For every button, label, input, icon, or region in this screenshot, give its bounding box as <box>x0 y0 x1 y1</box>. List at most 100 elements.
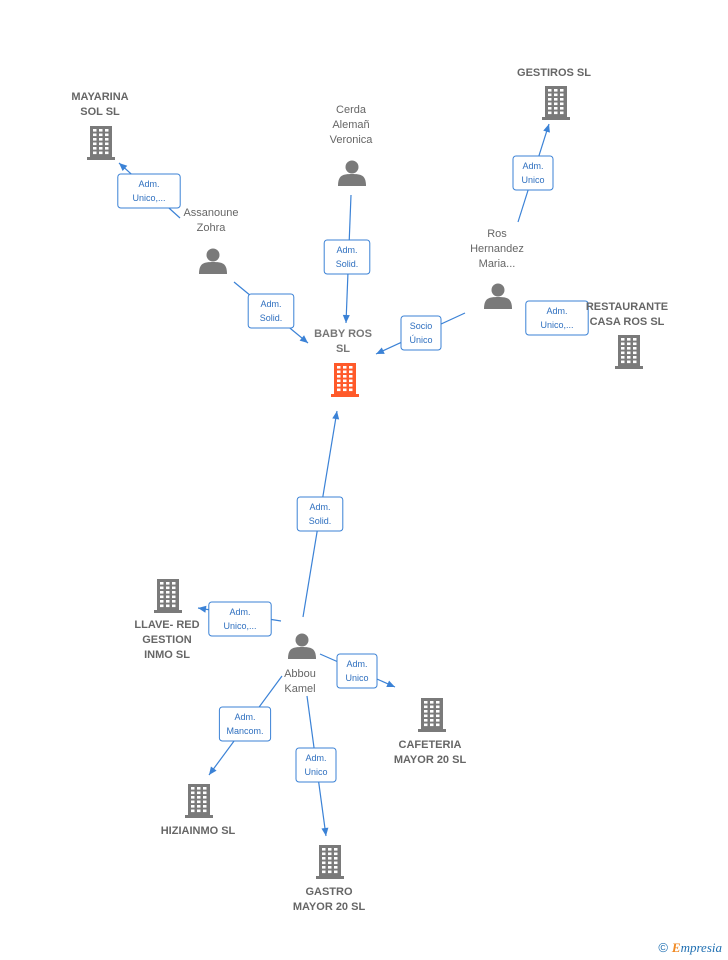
edge-label-box <box>525 300 589 336</box>
edge-label-box <box>323 239 371 275</box>
edge-label-line: Adm. <box>522 161 543 171</box>
node-label-line: MAYARINA <box>71 91 128 103</box>
edge-label-box <box>512 155 554 191</box>
building-icon <box>185 784 213 818</box>
arrowhead-icon <box>321 827 329 836</box>
edge-label-line: Unico <box>304 767 327 777</box>
edge-abbou-baby: Adm. Solid. <box>296 410 344 618</box>
node-restaurante[interactable]: RESTAURANTE CASA ROS SL <box>586 301 668 369</box>
brand-initial: E <box>671 940 681 955</box>
edge-label-box <box>295 747 337 783</box>
edge-label-line: Adm. <box>309 502 330 512</box>
edge-label-line: Unico,... <box>540 320 573 330</box>
edge-label-line: Solid. <box>309 516 332 526</box>
edge-abbou-llave: Adm. Unico,... <box>197 601 282 637</box>
node-label-line: MAYOR 20 SL <box>293 901 366 913</box>
building-icon <box>87 126 115 160</box>
node-label-line: CAFETERIA <box>399 739 462 751</box>
node-label-line: BABY ROS <box>314 328 372 340</box>
building-icon <box>316 845 344 879</box>
arrowhead-icon <box>376 347 385 354</box>
node-gestiros[interactable]: GESTIROS SL <box>517 67 591 120</box>
building-icon <box>331 363 359 397</box>
arrowhead-icon <box>342 314 350 323</box>
edge-label-box <box>208 601 272 637</box>
edge-label-line: Adm. <box>305 753 326 763</box>
edge-label-line: Unico <box>345 673 368 683</box>
edge-abbou-cafeteria: Adm. Unico <box>319 653 396 689</box>
node-label-line: SL <box>336 343 350 355</box>
arrowhead-icon <box>332 411 340 420</box>
empresia-watermark: ©Empresia <box>658 940 722 956</box>
node-label-line: Kamel <box>284 683 315 695</box>
edge-label-line: Adm. <box>260 299 281 309</box>
node-baby[interactable]: BABY ROS SL <box>314 328 372 397</box>
edge-label-line: Solid. <box>336 259 359 269</box>
building-icon <box>542 86 570 120</box>
edge-abbou-hiziainmo: Adm.Mancom. <box>208 675 283 776</box>
edge-assanoune-baby: Adm. Solid. <box>233 281 309 344</box>
edge-label-line: Unico,... <box>132 193 165 203</box>
edge-ros-gestiros: Adm. Unico <box>512 123 554 223</box>
node-ros[interactable]: RosHernandezMaria... <box>470 228 524 309</box>
edge-label-line: Unico,... <box>223 621 256 631</box>
node-cafeteria[interactable]: CAFETERIA MAYOR 20 SL <box>394 698 467 766</box>
node-label-line: Cerda <box>336 104 367 116</box>
edge-ros-restaurante: Adm.Unico,... <box>525 300 589 336</box>
brand-name: mpresia <box>680 940 722 955</box>
edge-label-box <box>218 706 272 742</box>
edge-label-line: Único <box>409 335 432 345</box>
edge-cerda-baby: Adm. Solid. <box>323 194 371 324</box>
node-label-line: Assanoune <box>183 207 238 219</box>
node-label-line: MAYOR 20 SL <box>394 754 467 766</box>
edge-assanoune-mayarina: Adm. Unico,... <box>117 162 181 219</box>
arrowhead-icon <box>386 680 395 687</box>
node-label-line: Alemañ <box>332 119 369 131</box>
node-label-line: Zohra <box>197 222 227 234</box>
arrowhead-icon <box>299 335 308 343</box>
building-icon <box>418 698 446 732</box>
edge-label-box <box>296 496 344 532</box>
building-icon <box>615 335 643 369</box>
edge-label-line: Mancom. <box>226 726 263 736</box>
node-label-line: GESTION <box>142 634 192 646</box>
arrowhead-icon <box>119 163 128 171</box>
node-label-line: HIZIAINMO SL <box>161 825 236 837</box>
node-label-line: Maria... <box>479 258 516 270</box>
node-label-line: INMO SL <box>144 649 190 661</box>
node-label-line: GASTRO <box>305 886 353 898</box>
edge-label-line: Unico <box>521 175 544 185</box>
node-label-line: Ros <box>487 228 507 240</box>
edge-label-line: Solid. <box>260 313 283 323</box>
node-label-line: SOL SL <box>80 106 120 118</box>
edge-label-line: Adm. <box>138 179 159 189</box>
node-label-line: RESTAURANTE <box>586 301 668 313</box>
node-mayarina[interactable]: MAYARINA SOL SL <box>71 91 129 160</box>
edge-label-line: Socio <box>410 321 433 331</box>
node-hiziainmo[interactable]: HIZIAINMO SL <box>161 784 236 837</box>
edge-label-box <box>247 293 295 329</box>
person-icon <box>338 160 366 186</box>
edge-label-line: Adm. <box>336 245 357 255</box>
copyright-symbol: © <box>658 940 668 955</box>
person-icon <box>484 283 512 309</box>
edge-abbou-gastro: Adm. Unico <box>295 695 337 837</box>
node-label-line: GESTIROS SL <box>517 67 591 79</box>
edge-label-line: Adm. <box>229 607 250 617</box>
node-label-line: Abbou <box>284 668 316 680</box>
node-label-line: Veronica <box>330 134 374 146</box>
edge-label-line: Adm. <box>346 659 367 669</box>
edge-label-box <box>400 315 442 351</box>
arrowhead-icon <box>198 605 207 613</box>
arrowhead-icon <box>209 766 217 775</box>
node-gastro[interactable]: GASTRO MAYOR 20 SL <box>293 845 366 913</box>
person-icon <box>199 248 227 274</box>
edge-label-box <box>336 653 378 689</box>
node-label-line: CASA ROS SL <box>590 316 665 328</box>
